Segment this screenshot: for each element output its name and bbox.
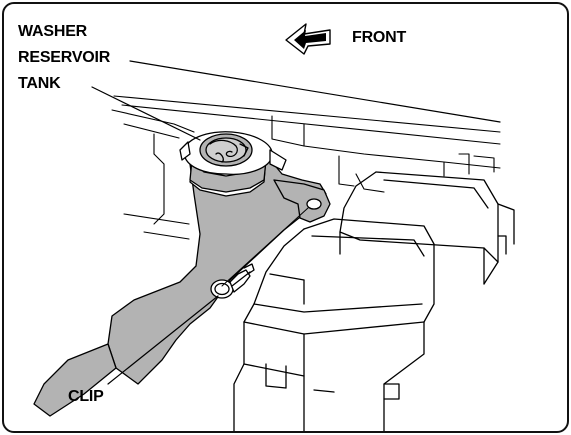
tank-leader-line-2	[91, 86, 201, 141]
tank-label-line2: RESERVOIR	[18, 49, 111, 66]
body-panel-lines	[111, 95, 501, 240]
washer-tank	[33, 131, 331, 417]
fuse-box	[233, 218, 435, 431]
tank-label-line3: TANK	[18, 75, 61, 92]
washer-tank-diagram	[33, 23, 515, 431]
clip	[210, 263, 255, 299]
clip-leader-line	[107, 295, 219, 385]
relay-box	[339, 171, 515, 285]
front-label: FRONT	[352, 29, 407, 46]
clip-alignment-line	[221, 207, 309, 287]
tank-label-line1: WASHER	[18, 23, 88, 40]
tank-leader-line-1	[129, 60, 501, 123]
arrow-left-icon	[285, 23, 331, 55]
clip-label: CLIP	[68, 388, 104, 405]
